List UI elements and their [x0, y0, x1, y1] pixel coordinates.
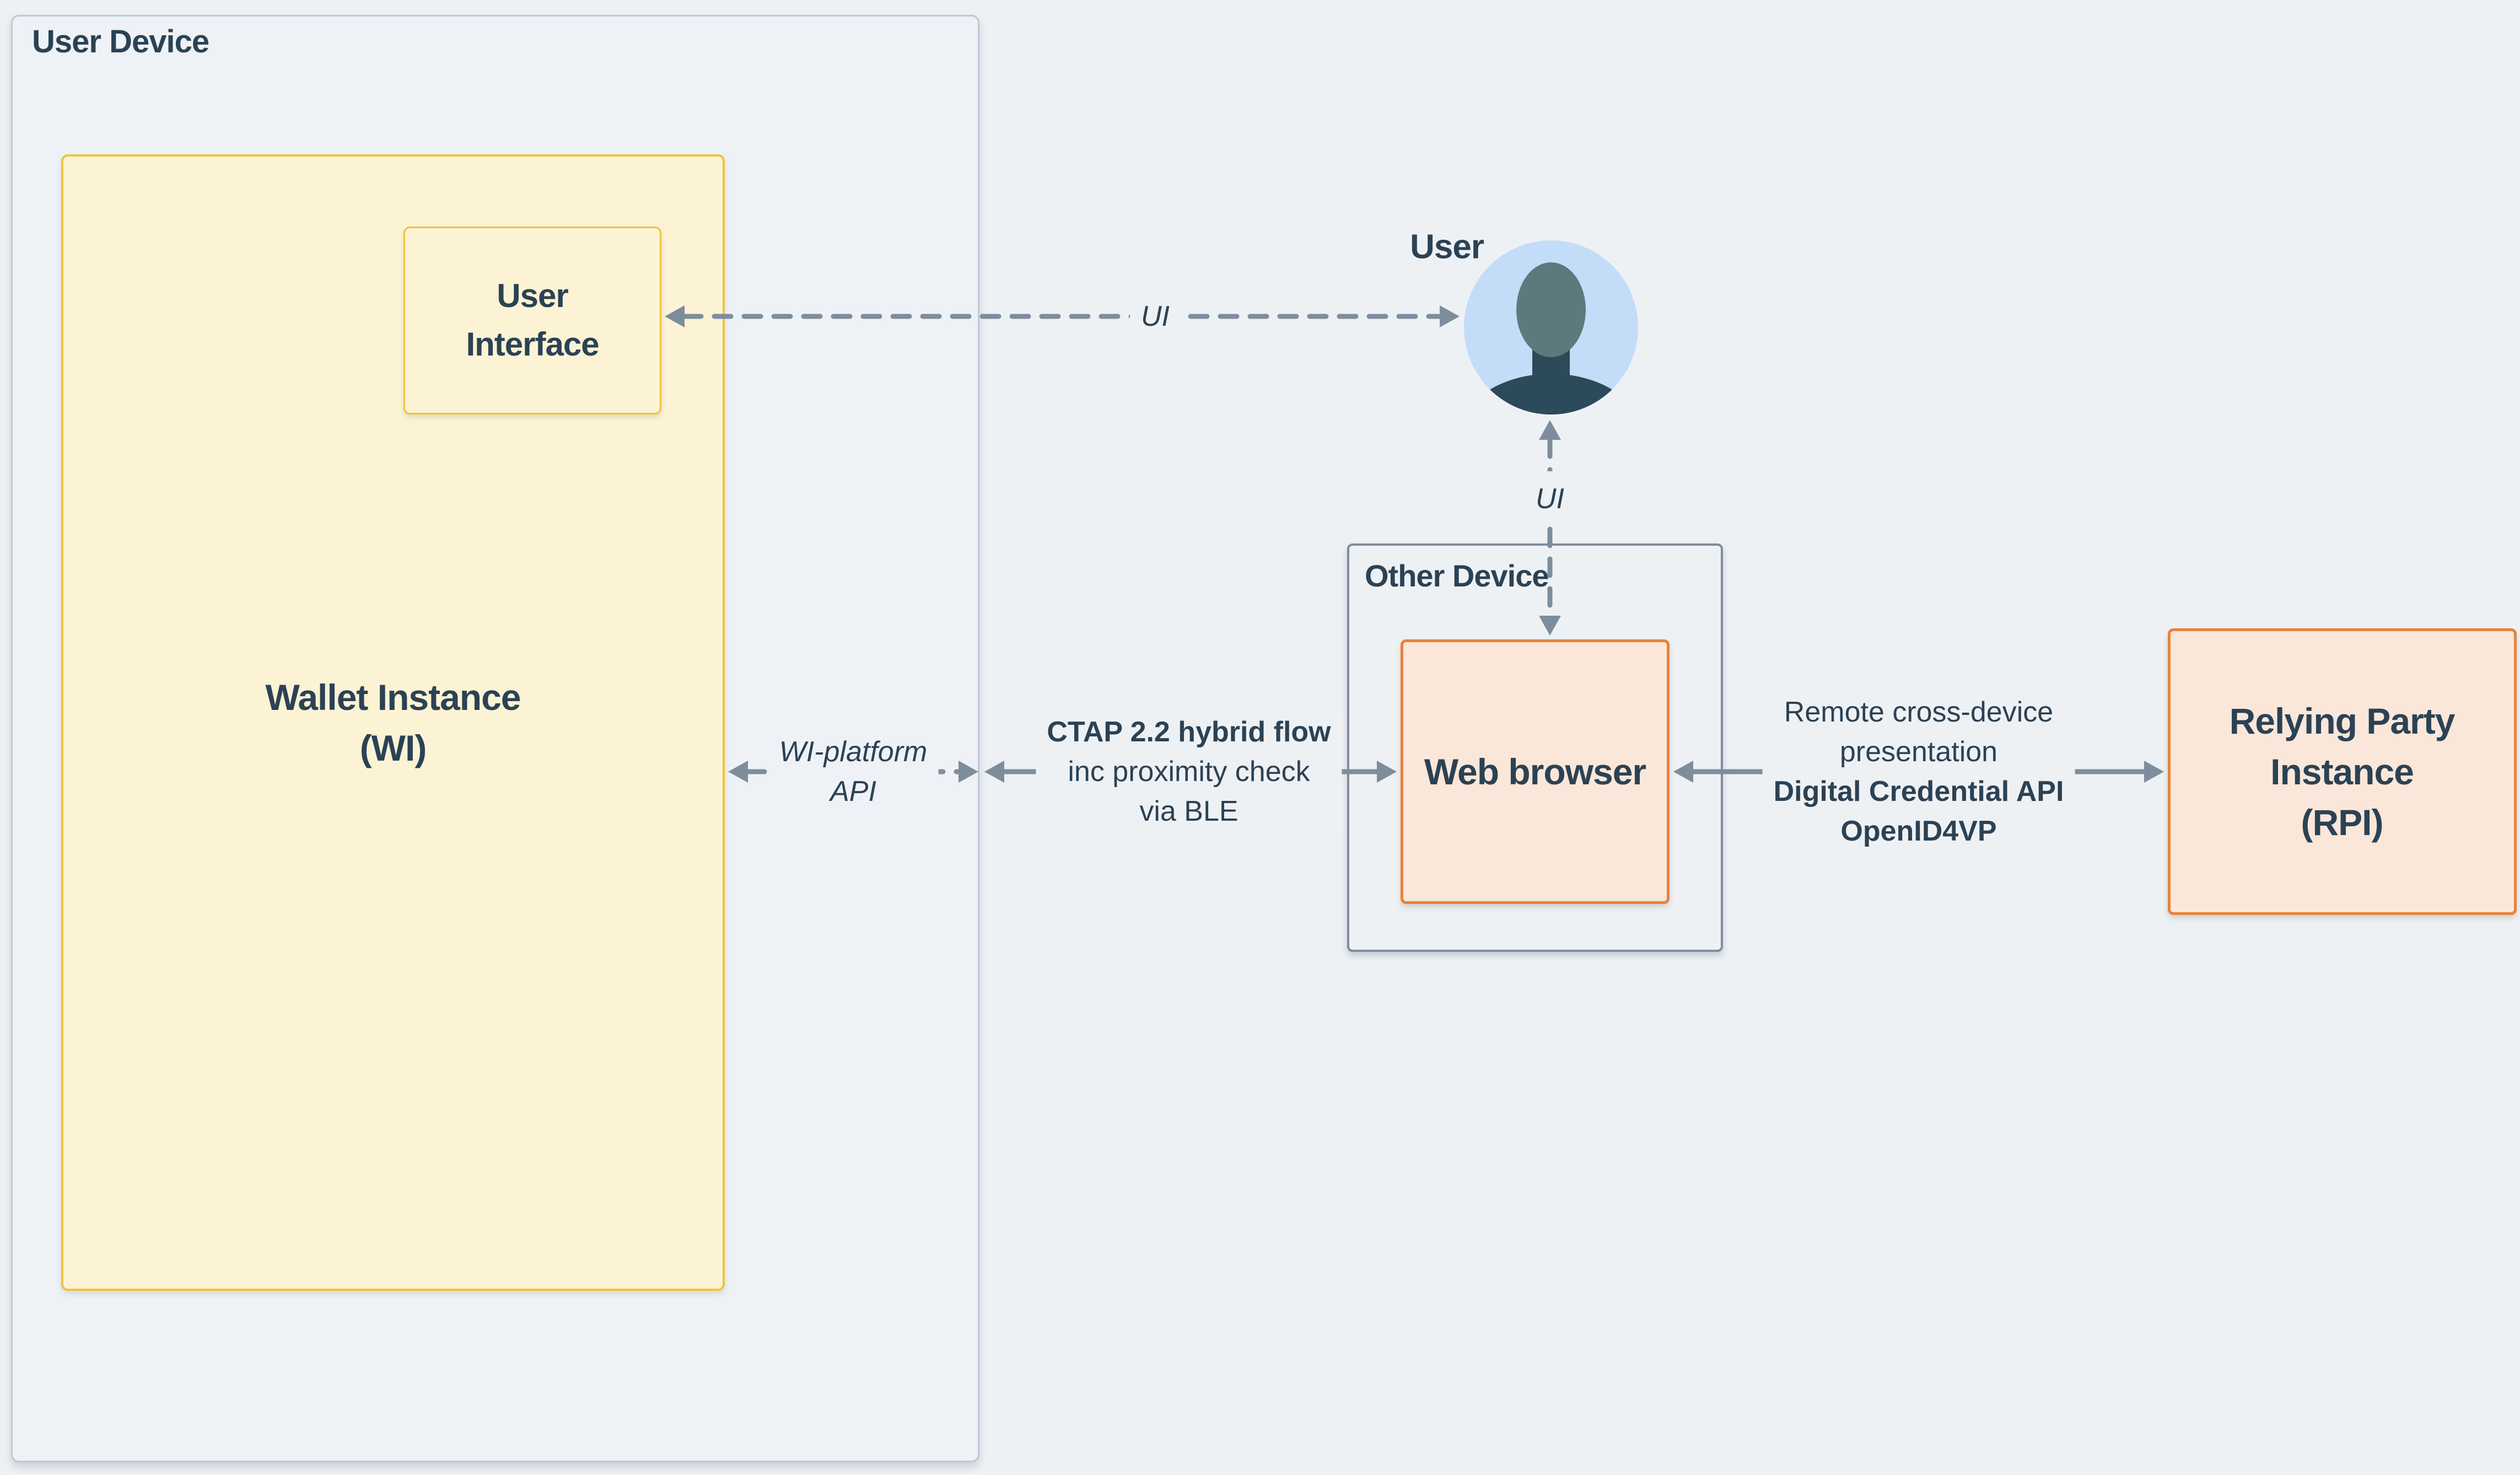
wallet-instance-label: Wallet Instance (WI): [265, 672, 521, 773]
ctap-line3: via BLE: [1139, 795, 1239, 827]
web-browser-label: Web browser: [1424, 751, 1646, 792]
web-browser-box: [1401, 639, 1670, 904]
wallet-instance-line1: Wallet Instance: [265, 677, 521, 718]
remote-line3: Digital Credential API: [1773, 776, 2064, 808]
ctap-flow-label: CTAP 2.2 hybrid flow inc proximity check…: [1036, 711, 1342, 832]
remote-line4: OpenID4VP: [1840, 815, 1997, 847]
ctap-line2: inc proximity check: [1068, 756, 1310, 788]
other-device-label: Other Device: [1365, 558, 1549, 593]
remote-line2: presentation: [1839, 736, 1998, 768]
person-icon: [1464, 240, 1638, 414]
user-interface-line2: Interface: [466, 326, 599, 363]
wi-platform-api-label: WI-platform API: [768, 731, 939, 812]
user-label: User: [1410, 228, 1484, 266]
other-device-box: [1347, 543, 1723, 952]
user-device-label: User Device: [32, 24, 209, 60]
rpi-line3: (RPI): [2301, 802, 2384, 843]
user-interface-box: [403, 227, 661, 414]
remote-presentation-label: Remote cross-device presentation Digital…: [1762, 691, 2075, 852]
relying-party-instance-label: Relying Party Instance (RPI): [2229, 696, 2456, 848]
relying-party-instance-box: [2168, 628, 2517, 915]
ctap-line1: CTAP 2.2 hybrid flow: [1047, 716, 1331, 748]
user-interface-line1: User: [497, 277, 568, 314]
user-avatar: [1464, 240, 1638, 414]
rpi-line1: Relying Party: [2229, 701, 2456, 741]
user-interface-label: User Interface: [466, 272, 599, 369]
rpi-line2: Instance: [2270, 751, 2414, 792]
wallet-instance-line2: (WI): [359, 728, 427, 768]
wi-platform-line1: WI-platform: [779, 736, 928, 768]
wi-platform-line2: API: [830, 776, 876, 808]
remote-line1: Remote cross-device: [1784, 696, 2054, 728]
ui-arrow-label: UI: [1130, 295, 1181, 337]
ui-vertical-arrow-label: UI: [1530, 471, 1570, 526]
